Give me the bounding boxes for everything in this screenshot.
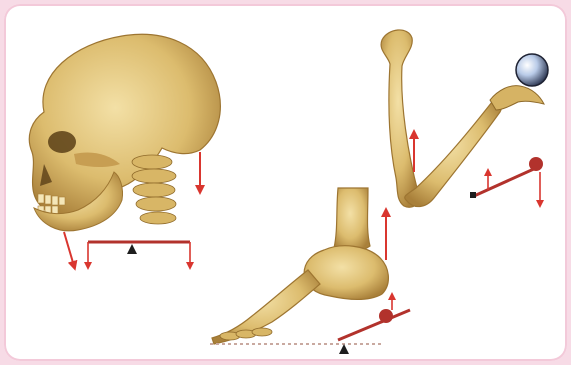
skull-fulcrum bbox=[127, 244, 137, 254]
foot-toes bbox=[220, 328, 272, 340]
arm-lever-group bbox=[381, 30, 548, 207]
foot-fulcrum bbox=[339, 344, 349, 354]
foot-lever-load-ball bbox=[379, 309, 393, 323]
foot-lever-bar bbox=[338, 310, 410, 340]
arm-fulcrum bbox=[470, 192, 476, 198]
levers-diagram bbox=[4, 4, 567, 361]
neck-vertebrae bbox=[132, 155, 176, 224]
arm-lever-bar bbox=[474, 168, 536, 196]
humerus-bone bbox=[381, 30, 419, 207]
figure-panel bbox=[4, 4, 567, 361]
hand-bones bbox=[490, 86, 544, 110]
weight-ball bbox=[516, 54, 548, 86]
skull-cranium bbox=[29, 34, 220, 218]
tibia-bone bbox=[334, 188, 370, 252]
foot-tarsals bbox=[304, 246, 388, 300]
arm-lever-load-ball bbox=[529, 157, 543, 171]
skull-lever-group bbox=[29, 34, 220, 266]
foot-lever-group bbox=[210, 188, 410, 354]
skull-force-arrow-chin bbox=[64, 232, 74, 266]
skull-eye-socket bbox=[48, 131, 76, 153]
